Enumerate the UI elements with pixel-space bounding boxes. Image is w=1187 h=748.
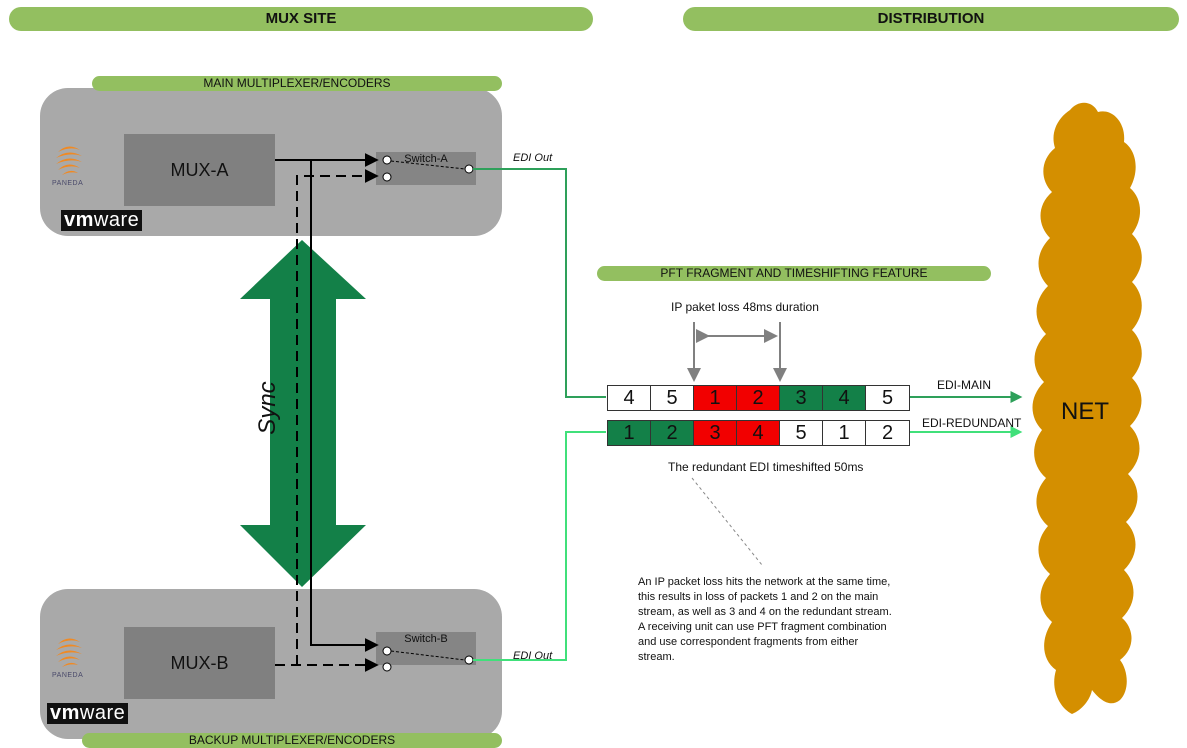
note-line: and use correspondent fragments from eit… (638, 636, 859, 648)
note-pointer-line (691, 477, 763, 566)
paneda-logo-icon (56, 146, 82, 175)
mux-a-box: MUX-A (124, 134, 275, 206)
main-vmware-logo: vmware (61, 210, 143, 231)
main-packet: 5 (651, 386, 694, 410)
redundant-packet: 1 (823, 421, 866, 445)
redundant-packet: 1 (608, 421, 651, 445)
redundant-packet: 5 (780, 421, 823, 445)
backup-edi-line (473, 431, 606, 661)
main-packet: 1 (694, 386, 737, 410)
note-line: this results in loss of packets 1 and 2 … (638, 591, 879, 603)
redundant-packet: 3 (694, 421, 737, 445)
main-packet: 4 (608, 386, 651, 410)
note-line: stream, as well as 3 and 4 on the redund… (638, 606, 892, 618)
backup-vmware-logo: vmware (47, 703, 129, 724)
packet-loss-note: An IP packet loss hits the network at th… (638, 575, 983, 665)
main-packet: 4 (823, 386, 866, 410)
mux-b-box: MUX-B (124, 627, 275, 699)
backup-logo-text: PANEDA (52, 672, 84, 679)
redundant-packet: 2 (651, 421, 694, 445)
distribution-header: DISTRIBUTION (683, 7, 1179, 31)
switch-a-contacts (382, 155, 474, 182)
switch-a-box: Switch-A (376, 152, 476, 185)
mux-site-header: MUX SITE (9, 7, 593, 31)
paneda-logo-icon (56, 638, 82, 667)
note-line: stream. (638, 651, 675, 663)
mux-wiring (275, 153, 379, 672)
main-logo-text: PANEDA (52, 180, 84, 187)
main-packet: 3 (780, 386, 823, 410)
main-edi-out-label: EDI Out (513, 152, 553, 164)
switch-b-label: Switch-B (404, 633, 448, 645)
switch-b-box: Switch-B (376, 632, 476, 665)
edi-redundant-label: EDI-REDUNDANT (922, 416, 1022, 430)
main-packet: 5 (866, 386, 909, 410)
main-edi-line (473, 168, 606, 398)
net-label: NET (1061, 398, 1109, 425)
note-line: An IP packet loss hits the network at th… (638, 576, 891, 588)
redundant-packet: 2 (866, 421, 909, 445)
timeshift-label: The redundant EDI timeshifted 50ms (668, 460, 864, 474)
pft-section-title: PFT FRAGMENT AND TIMESHIFTING FEATURE (597, 266, 991, 281)
note-line: A receiving unit can use PFT fragment co… (638, 621, 887, 633)
redundant-packet: 4 (737, 421, 780, 445)
switch-b-contacts (382, 646, 474, 672)
sync-double-arrow (240, 240, 366, 587)
loss-duration-bracket (687, 322, 787, 382)
switch-a-label: Switch-A (404, 153, 448, 165)
main-packet: 2 (737, 386, 780, 410)
main-panel-title: MAIN MULTIPLEXER/ENCODERS (92, 76, 502, 91)
backup-panel-title: BACKUP MULTIPLEXER/ENCODERS (82, 733, 502, 748)
edi-main-label: EDI-MAIN (937, 378, 991, 392)
sync-label: Sync (254, 381, 281, 435)
loss-duration-label: IP paket loss 48ms duration (671, 300, 819, 314)
net-cloud-shape (1032, 102, 1142, 715)
